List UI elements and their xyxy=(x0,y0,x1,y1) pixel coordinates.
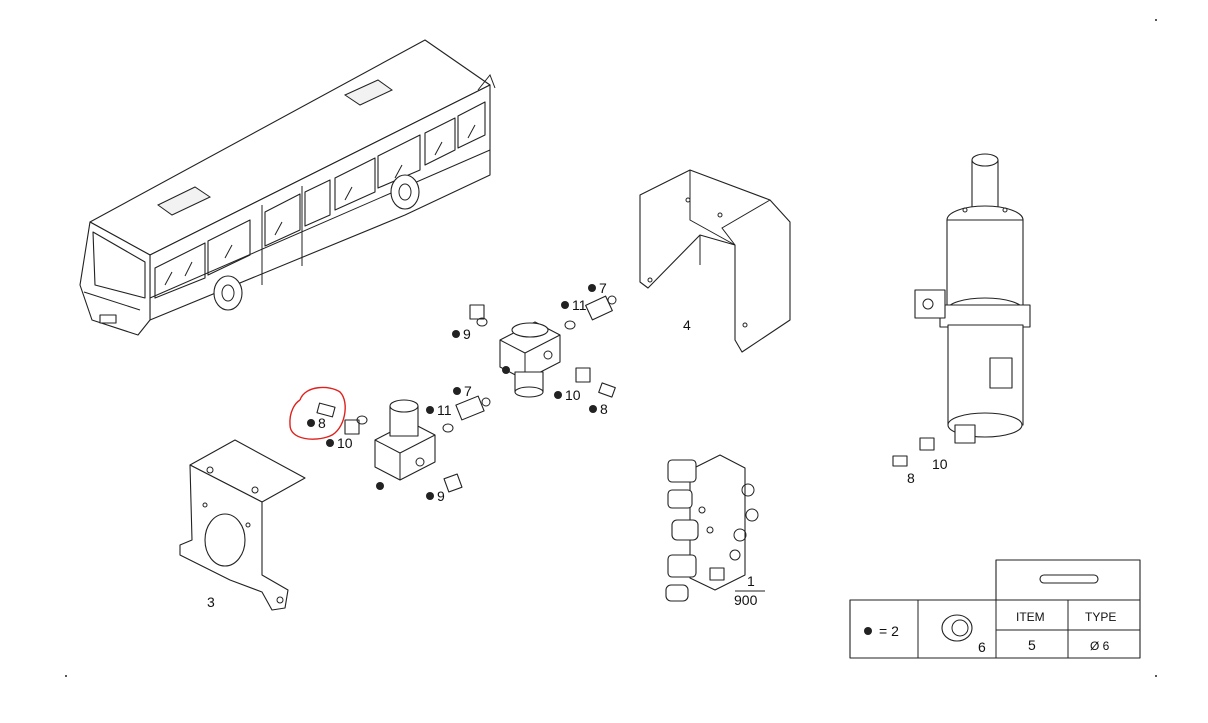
callout-dot xyxy=(426,406,434,414)
item-value: 5 xyxy=(1028,637,1036,653)
item-header: ITEM xyxy=(1016,610,1045,624)
cylinder-item8-callout: 8 xyxy=(907,470,915,486)
ring-item-label: 6 xyxy=(978,639,986,655)
callout-dot xyxy=(453,387,461,395)
bracket-callout: 3 xyxy=(207,594,215,610)
tube-icon xyxy=(1039,574,1099,584)
valve-numerator: 1 xyxy=(747,573,755,589)
upper-item7-callout: 7 xyxy=(599,280,607,296)
valve-denominator: 900 xyxy=(734,592,758,608)
callout-dot xyxy=(326,439,334,447)
callout-dot xyxy=(561,301,569,309)
bracket-part xyxy=(179,439,306,611)
upper-item11-callout: 11 xyxy=(572,297,587,313)
callout-dot xyxy=(452,330,460,338)
corner-mark xyxy=(1155,675,1157,677)
corner-mark xyxy=(1155,19,1157,21)
callout-dot xyxy=(502,366,510,374)
callout-dot xyxy=(426,492,434,500)
upper-item9-callout: 9 xyxy=(463,326,471,342)
type-header: TYPE xyxy=(1085,610,1116,624)
cylinder-part xyxy=(914,153,1031,444)
cover-part xyxy=(639,169,791,353)
callout-dot xyxy=(588,284,596,292)
cylinder-elbow xyxy=(919,437,935,451)
cylinder-item10-callout: 10 xyxy=(932,456,948,472)
ring-icon xyxy=(941,614,973,642)
callout-dot xyxy=(589,405,597,413)
window-glints xyxy=(164,124,476,286)
highlight-circle xyxy=(289,386,346,440)
callout-dot xyxy=(554,391,562,399)
lower-item9-callout: 9 xyxy=(437,488,445,504)
legend-dot-value: = 2 xyxy=(879,623,899,639)
cylinder-plug xyxy=(892,455,908,467)
bus-illustration xyxy=(79,39,496,336)
legend-table xyxy=(849,559,1141,659)
lower-item10-callout: 10 xyxy=(337,435,353,451)
type-value: Ø 6 xyxy=(1090,639,1110,653)
upper-item8-callout: 8 xyxy=(600,401,608,417)
upper-item10-callout: 10 xyxy=(565,387,581,403)
lower-item11-callout: 11 xyxy=(437,402,452,418)
lower-item8-callout: 8 xyxy=(318,415,326,431)
corner-mark xyxy=(65,675,67,677)
callout-dot xyxy=(376,482,384,490)
callout-dot xyxy=(307,419,315,427)
lower-regulator xyxy=(316,395,491,493)
cover-callout: 4 xyxy=(683,317,691,333)
valve-block xyxy=(665,454,759,602)
legend-dot xyxy=(864,627,872,635)
upper-regulator xyxy=(469,295,617,398)
lower-item7-callout: 7 xyxy=(464,383,472,399)
